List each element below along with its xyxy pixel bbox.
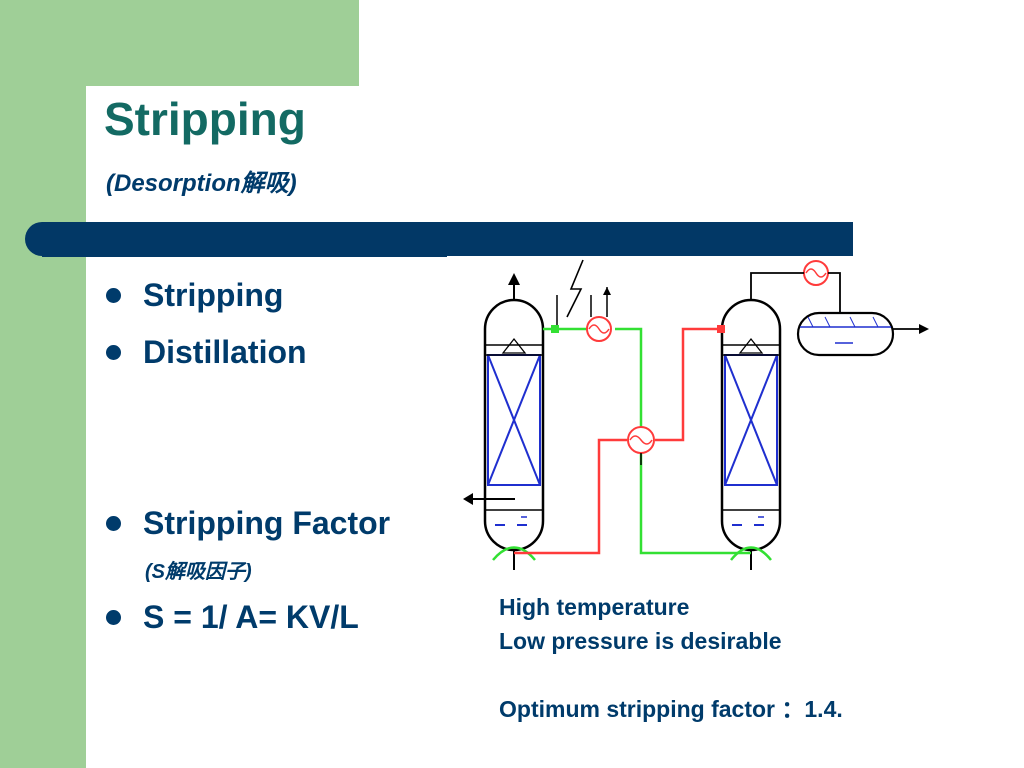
rich-solvent-to-stripper-line xyxy=(655,327,722,442)
bullet-text: Stripping xyxy=(143,277,284,313)
absorber-column xyxy=(463,273,545,570)
heat-exchanger-icon xyxy=(586,287,612,342)
bullet-dot xyxy=(106,610,121,625)
bullet-text: S = 1/ A= KV/L xyxy=(143,599,359,635)
bullet-dot xyxy=(106,345,121,360)
title-divider-bar xyxy=(25,222,853,256)
bullet-dot xyxy=(106,288,121,303)
heat-exchanger-icon xyxy=(803,260,829,286)
top-green-panel xyxy=(86,0,359,86)
bullet-formula: S = 1/ A= KV/L xyxy=(106,599,359,635)
slide-subtitle: (Desorption解吸) xyxy=(106,170,297,197)
process-notes: High temperature Low pressure is desirab… xyxy=(499,590,843,726)
note-temperature: High temperature xyxy=(499,594,690,620)
heat-exchanger-icon xyxy=(627,426,655,465)
content-corner xyxy=(86,86,166,166)
bullet-text: Stripping Factor xyxy=(143,505,391,541)
rich-solvent-line xyxy=(514,438,627,555)
note-optimum-factor: Optimum stripping factor ：1.4. xyxy=(499,696,843,722)
bullet-stripping: Stripping xyxy=(106,277,284,313)
lightning-bolt-icon xyxy=(566,259,584,318)
bullet-subtext: (S解吸因子) xyxy=(145,561,252,583)
slide-title: Stripping xyxy=(104,93,306,145)
bullet-dot xyxy=(106,516,121,531)
stripper-column xyxy=(720,298,782,570)
left-green-panel xyxy=(0,0,86,768)
bullet-text: Distillation xyxy=(143,334,307,370)
bullet-distillation: Distillation xyxy=(106,334,307,370)
absorption-stripping-diagram xyxy=(463,259,929,570)
title-divider-underline xyxy=(42,253,447,257)
bullet-stripping-factor: Stripping Factor xyxy=(106,505,391,541)
reflux-drum xyxy=(796,311,895,357)
arrow-icon xyxy=(919,324,929,334)
note-pressure: Low pressure is desirable xyxy=(499,628,782,654)
